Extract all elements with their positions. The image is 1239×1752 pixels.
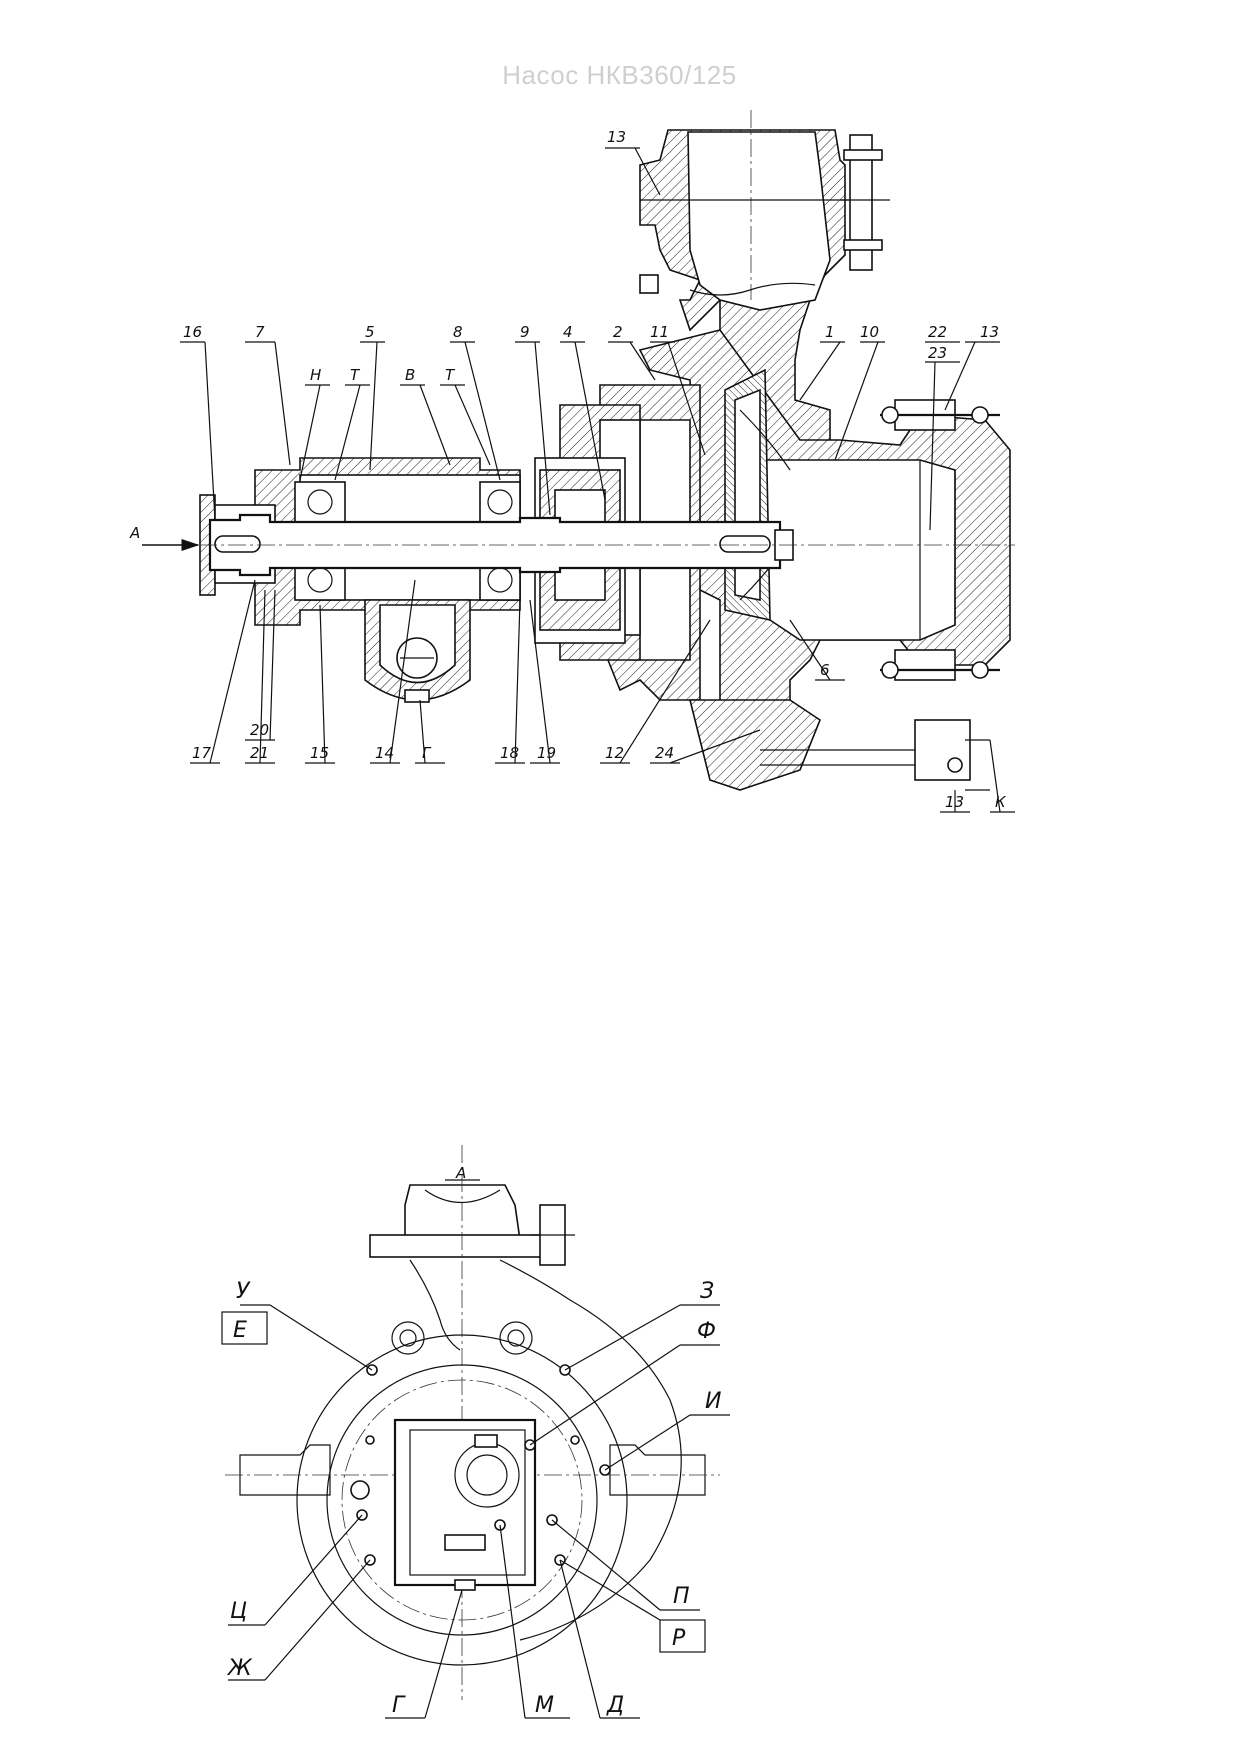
- end-view-label-I: И: [705, 1389, 721, 1414]
- callout-H: Н: [310, 366, 321, 384]
- callout-7: 7: [255, 323, 265, 341]
- bearing-housing: [199, 457, 626, 703]
- section-view: А 16 7 Н Т 5 В Т 8: [129, 110, 1015, 813]
- callout-2: 2: [613, 323, 623, 341]
- flow-arrow: А: [129, 524, 200, 551]
- end-view-label-M: М: [535, 1693, 554, 1718]
- end-view-label-Zh: Ж: [226, 1656, 253, 1681]
- drawing-title: Насос НКВ360/125: [502, 60, 737, 90]
- callout-17: 17: [192, 744, 212, 762]
- callout-10: 10: [860, 323, 879, 341]
- callout-5: 5: [365, 323, 375, 341]
- end-view-label-Z: З: [700, 1279, 714, 1304]
- flow-arrow-label: А: [129, 524, 140, 542]
- end-view-bottom-callouts: [385, 1524, 640, 1719]
- callout-18: 18: [500, 744, 519, 762]
- callout-K: К: [995, 793, 1007, 811]
- end-view-label-P: П: [673, 1584, 690, 1609]
- callout-1: 1: [825, 323, 835, 341]
- callout-13-outlet: 13: [607, 128, 626, 146]
- callout-20: 20: [250, 721, 269, 739]
- callout-16: 16: [183, 323, 202, 341]
- callout-22: 22: [928, 323, 947, 341]
- drain-pipe: [688, 699, 990, 791]
- callout-23: 23: [928, 344, 947, 362]
- callout-9: 9: [520, 323, 530, 341]
- callout-8: 8: [453, 323, 463, 341]
- bottom-callouts: [190, 579, 1015, 813]
- end-view-right-callouts: [529, 1304, 730, 1653]
- callout-B: В: [405, 366, 415, 384]
- callout-15: 15: [310, 744, 329, 762]
- callout-T2: Т: [445, 366, 456, 384]
- callout-6: 6: [820, 661, 830, 679]
- callout-14: 14: [375, 744, 394, 762]
- end-view-label-Ts: Ц: [230, 1599, 247, 1624]
- end-view-label-A: А: [455, 1164, 466, 1182]
- callout-19: 19: [537, 744, 556, 762]
- callout-21: 21: [250, 744, 269, 762]
- end-view-label-D: Д: [606, 1693, 624, 1718]
- end-view-label-E: Е: [233, 1318, 247, 1343]
- callout-11: 11: [650, 323, 669, 341]
- end-view-label-G: Г: [392, 1693, 406, 1718]
- end-view: А У Е Ц Ж З Ф И П Р: [221, 1145, 730, 1719]
- callout-13-drain: 13: [945, 793, 964, 811]
- callout-13: 13: [980, 323, 999, 341]
- callout-4: 4: [563, 323, 573, 341]
- end-view-left-callouts: [221, 1304, 373, 1681]
- callout-T1: Т: [350, 366, 361, 384]
- callout-G: Г: [422, 744, 432, 762]
- outlet-branch: [639, 110, 890, 501]
- callout-24: 24: [655, 744, 674, 762]
- end-view-label-U: У: [236, 1279, 251, 1304]
- pump-shaft: [170, 513, 1015, 577]
- end-view-label-F: Ф: [697, 1319, 716, 1344]
- top-callouts: [180, 147, 1000, 531]
- callout-12: 12: [605, 744, 624, 762]
- end-view-label-R: Р: [672, 1626, 686, 1651]
